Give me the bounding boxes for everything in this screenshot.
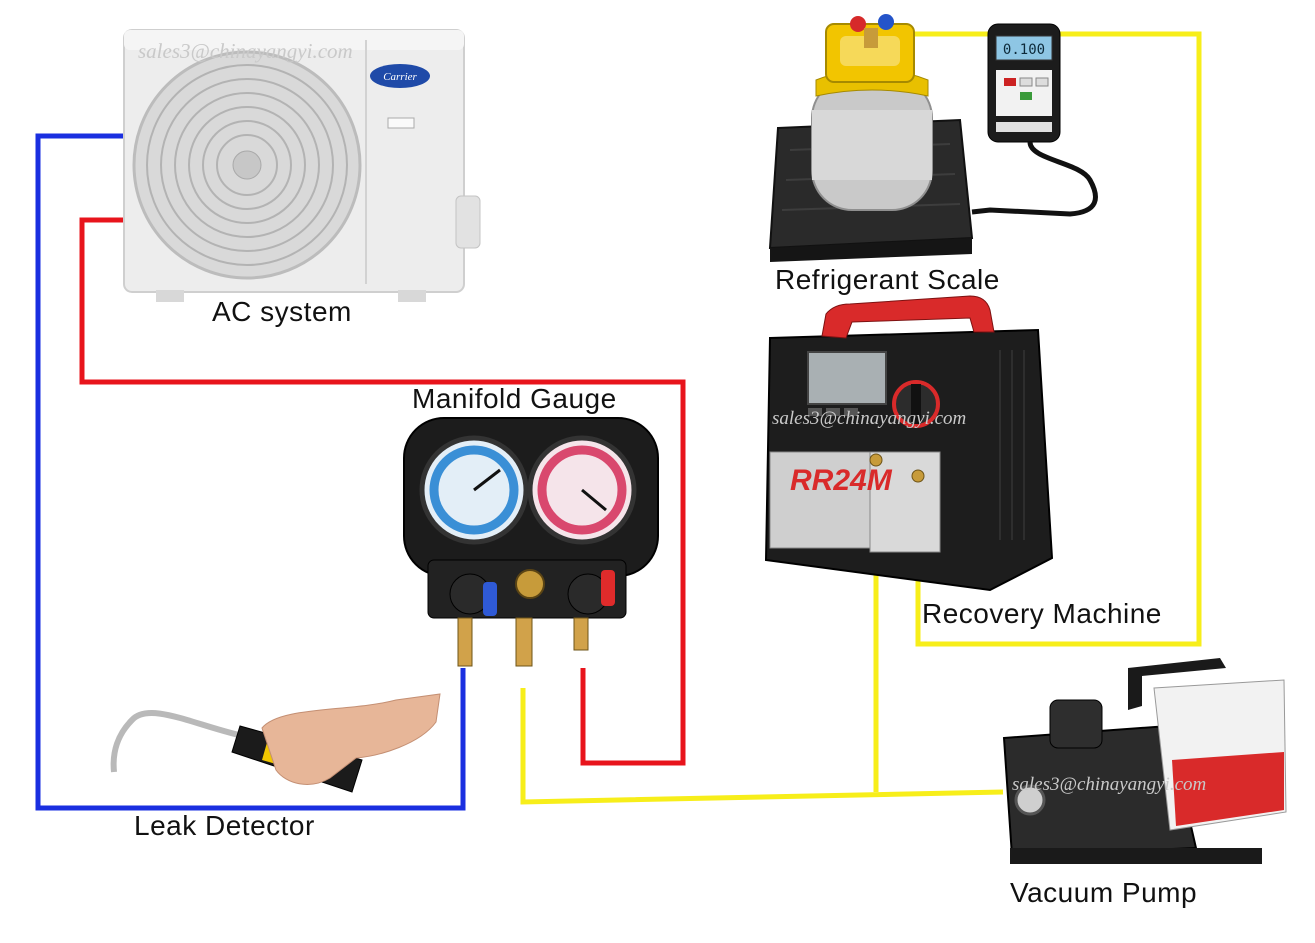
refrigerant-scale-label: Refrigerant Scale [775,264,1000,295]
low-side-line [35,133,466,811]
scale-lcd [995,35,1053,61]
recovery-to-tank-line [887,31,1202,647]
refrigerant-tank [811,14,933,211]
watermark-recovery: sales3@chinayangyi.com [772,408,966,429]
recovery-machine: RR24M sales3@chinayangyi.com [764,295,1054,592]
leak-detector-label: Leak Detector [134,810,315,841]
recovery-machine-label: Recovery Machine [922,598,1162,629]
recovery-carry-handle [821,295,995,339]
recovery-model-label: RR24M [790,464,893,497]
leak-detector-probe [110,709,253,773]
manifold-gauge [403,417,659,667]
recovery-lcd [807,351,887,405]
watermark-ac: sales3@chinayangyi.com [138,39,353,63]
ac-outdoor-unit: Carrier sales3@chinayangyi.com [123,29,481,302]
scale-coiled-cable [971,141,1098,217]
leak-detector [110,693,441,793]
vacuum-pump-handle [1128,658,1226,710]
watermark-pump: sales3@chinayangyi.com [1012,774,1206,795]
carrier-logo-text: Carrier [383,71,417,83]
carrier-logo [370,64,430,88]
vacuum-service-line [520,688,1004,805]
manifold-gauge-label: Manifold Gauge [412,383,617,414]
vacuum-pump: sales3@chinayangyi.com [1002,658,1287,864]
scale-reading: 0.100 [1003,42,1045,58]
vacuum-pump-label: Vacuum Pump [1010,877,1198,908]
hand [261,693,441,785]
scale-display-unit: 0.100 [971,23,1098,217]
ac-system-label: AC system [212,296,352,327]
ac-nameplate [387,117,415,129]
high-side-line [79,217,686,766]
refrigerant-scale: 0.100 [768,14,1098,262]
